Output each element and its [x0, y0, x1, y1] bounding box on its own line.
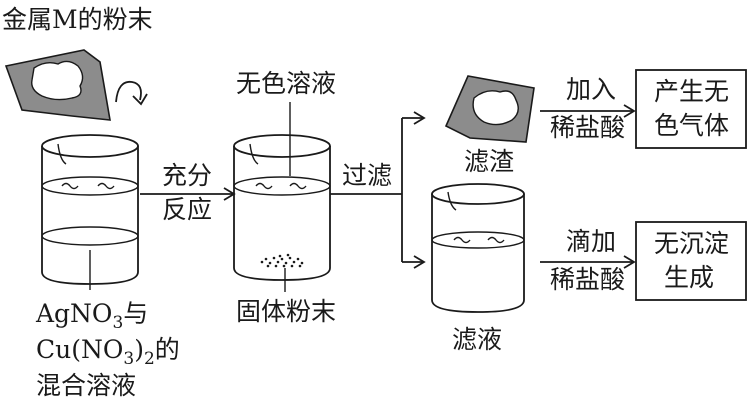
full-reaction-label-1: 充分	[162, 161, 212, 190]
no-precipitate-line-2: 生成	[664, 263, 714, 292]
solid-powder-label: 固体粉末	[236, 297, 336, 326]
no-precipitate-box	[635, 221, 747, 301]
drop-add-label: 滴加	[566, 227, 616, 256]
arrow-to-no-ppt	[540, 255, 636, 269]
agno3-label: AgNO3与	[35, 299, 148, 333]
solid-powder-icon	[260, 253, 304, 268]
curved-arrow-icon	[115, 80, 148, 106]
cuno32-close-paren: )	[134, 335, 144, 364]
agno3-subscript: 3	[112, 313, 123, 333]
mixed-solution-label: 混合溶液	[36, 371, 136, 400]
colorless-solution-label: 无色溶液	[236, 69, 336, 98]
gas-result-line-2: 色气体	[654, 111, 729, 140]
metal-powder-paper-icon	[4, 49, 111, 121]
cuno32-tail: 的	[155, 335, 180, 364]
filtrate-label: 滤液	[452, 325, 502, 354]
dilute-hcl-label-1: 稀盐酸	[550, 113, 625, 142]
add-label: 加入	[566, 75, 616, 104]
gas-result-box	[635, 69, 747, 149]
filtration-label: 过滤	[342, 161, 392, 190]
beaker-3-icon	[431, 183, 525, 313]
dilute-hcl-label-2: 稀盐酸	[550, 265, 625, 294]
cuno32-main: Cu(NO	[36, 335, 123, 364]
cuno32-label: Cu(NO3)2的	[36, 335, 180, 369]
cuno32-subscript-1: 3	[123, 349, 134, 369]
cuno32-subscript-2: 2	[144, 349, 155, 369]
beaker-2-icon	[233, 102, 331, 281]
agno3-main: AgNO	[35, 299, 112, 328]
residue-paper-icon	[444, 75, 535, 143]
no-precipitate-line-1: 无沉淀	[654, 229, 729, 258]
residue-label: 滤渣	[464, 147, 514, 176]
arrow-to-gas	[540, 104, 636, 118]
beaker-1-icon	[41, 134, 139, 290]
arrow-2-branch	[330, 111, 426, 269]
metal-powder-label: 金属M的粉末	[2, 5, 153, 34]
gas-result-line-1: 产生无	[654, 77, 729, 106]
agno3-tail: 与	[123, 299, 148, 328]
full-reaction-label-2: 反应	[162, 195, 212, 224]
